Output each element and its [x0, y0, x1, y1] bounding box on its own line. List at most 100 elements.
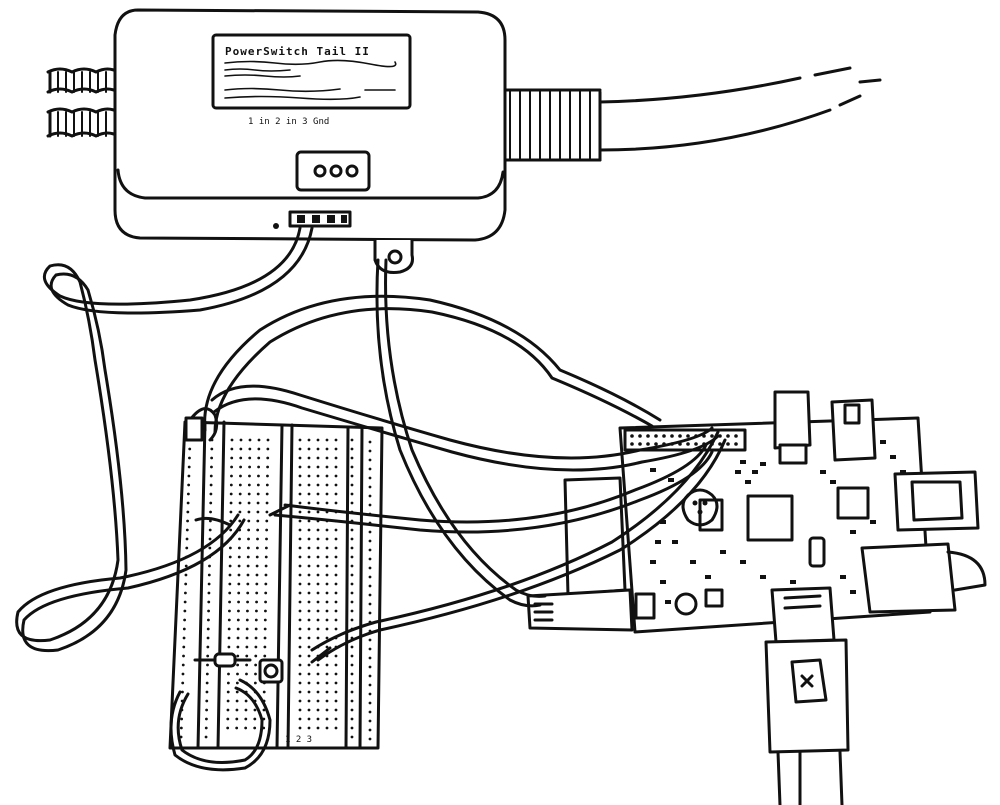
wires — [15, 226, 727, 772]
hole-dot — [316, 474, 320, 478]
hole-dot — [263, 636, 267, 640]
hole-dot — [236, 663, 240, 667]
hole-dot — [307, 591, 311, 595]
hole-dot — [334, 690, 338, 694]
hole-dot — [183, 600, 187, 604]
hole-dot — [253, 708, 257, 712]
hole-dot — [239, 465, 242, 469]
hole-dot — [298, 654, 302, 658]
hole-dot — [368, 440, 372, 444]
hole-dot — [254, 663, 258, 667]
hole-dot — [227, 627, 231, 631]
hole-dot — [185, 537, 189, 541]
smd-component — [665, 600, 671, 604]
hole-dot — [266, 447, 270, 451]
hole-dot — [206, 645, 210, 649]
hole-dot — [248, 447, 252, 451]
hole-dot — [325, 474, 329, 478]
hole-dot — [182, 645, 186, 649]
hole-dot — [246, 600, 249, 604]
hole-dot — [325, 618, 329, 622]
hole-dot — [316, 456, 320, 460]
hole-dot — [228, 591, 232, 595]
hole-dot — [325, 717, 329, 721]
hole-dot — [316, 618, 320, 622]
hole-dot — [181, 672, 185, 676]
hole-dot — [368, 539, 372, 543]
hole-dot — [237, 546, 241, 550]
mounting-tab — [373, 240, 414, 274]
hole-dot — [265, 510, 269, 514]
hole-dot — [228, 546, 232, 550]
hole-dot — [248, 456, 252, 460]
hole-dot — [230, 438, 234, 442]
hole-dot — [209, 474, 213, 478]
hole-dot — [247, 501, 251, 505]
hole-dot — [368, 701, 372, 705]
hole-dot — [236, 636, 240, 640]
hole-dot — [298, 699, 302, 703]
hole-dot — [334, 726, 338, 730]
hole-dot — [257, 438, 261, 442]
hole-dot — [307, 627, 311, 631]
hole-dot — [686, 442, 690, 446]
hole-dot — [334, 438, 338, 442]
hole-dot — [368, 584, 372, 588]
hole-dot — [334, 465, 338, 469]
hole-dot — [646, 434, 650, 438]
hole-dot — [307, 537, 311, 541]
hole-dot — [187, 474, 191, 478]
hole-dot — [182, 654, 185, 658]
hole-dot — [226, 726, 230, 730]
hole-dot — [350, 564, 354, 568]
hole-dot — [630, 434, 634, 438]
hole-dot — [246, 573, 250, 577]
hole-dot — [236, 645, 240, 649]
smd-component — [850, 590, 856, 594]
hole-dot — [316, 663, 320, 667]
hole-dot — [334, 573, 338, 577]
hole-dot — [734, 434, 738, 438]
hole-dot — [298, 474, 302, 478]
hole-dot — [264, 546, 268, 550]
hole-dot — [210, 465, 213, 469]
hole-dot — [334, 483, 338, 487]
hole-dot — [298, 600, 302, 604]
hole-dot — [368, 611, 372, 615]
smd-component — [650, 468, 656, 472]
hole-dot — [245, 618, 249, 622]
hole-dot — [207, 600, 211, 604]
hole-dot — [264, 573, 268, 577]
hole-dot — [239, 474, 242, 478]
hole-dot — [265, 501, 269, 505]
hole-dot — [209, 501, 213, 505]
smd-component — [870, 520, 876, 524]
hole-dot — [229, 528, 233, 532]
push-button[interactable] — [258, 658, 284, 684]
hole-dot — [307, 546, 311, 550]
hole-dot — [350, 537, 354, 541]
breadboard-holes — [179, 438, 372, 741]
hole-dot — [654, 442, 658, 446]
hole-dot — [262, 690, 266, 694]
hole-dot — [205, 690, 209, 694]
hole-dot — [208, 528, 212, 532]
hole-dot — [245, 627, 249, 631]
hole-dot — [257, 474, 260, 478]
hole-dot — [325, 483, 329, 487]
hole-dot — [334, 474, 338, 478]
hole-dot — [226, 681, 230, 685]
hole-dot — [325, 465, 329, 469]
hole-dot — [298, 456, 302, 460]
pi-components — [650, 440, 906, 604]
hole-dot — [307, 492, 311, 496]
smd-component — [705, 575, 711, 579]
hole-dot — [247, 537, 250, 541]
hole-dot — [186, 519, 189, 523]
hole-dot — [718, 442, 722, 446]
hole-dot — [350, 726, 354, 730]
breadboard: 1 2 3 — [168, 420, 384, 750]
smd-component — [672, 540, 678, 544]
hole-dot — [205, 699, 209, 703]
hole-dot — [334, 537, 338, 541]
